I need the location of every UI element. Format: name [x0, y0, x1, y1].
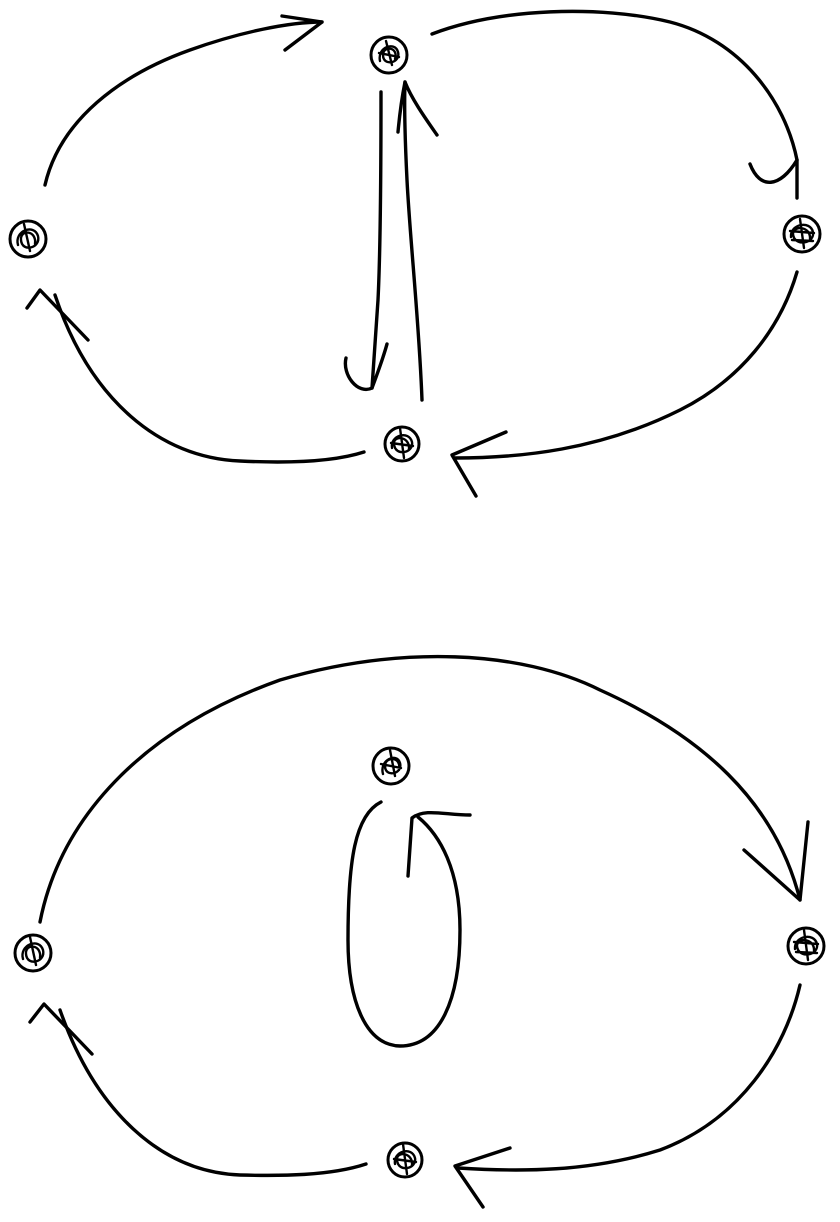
- node-ring: [369, 35, 409, 75]
- node-ring: [8, 219, 48, 259]
- edge-line: [430, 9, 799, 200]
- arrowhead-icon: [742, 820, 810, 902]
- node-top-graph-bottom: [383, 425, 421, 463]
- node-ring: [786, 926, 826, 966]
- node-scribble: [392, 1142, 418, 1176]
- edge-right-to-bottom: [450, 270, 799, 498]
- edge-left-to-right: [38, 654, 810, 924]
- arrowhead-icon: [748, 158, 799, 184]
- edge-line: [38, 654, 802, 924]
- node-scribble: [379, 748, 403, 778]
- edge-line: [43, 20, 324, 187]
- arrowhead-icon: [25, 288, 90, 342]
- node-scribble: [792, 928, 820, 962]
- arrowhead-icon: [280, 14, 324, 52]
- node-scribble: [389, 426, 415, 460]
- node-bottom-graph-right: [786, 926, 826, 966]
- edge-line: [53, 293, 366, 464]
- graph-bottom: [13, 654, 826, 1209]
- node-ring: [13, 933, 53, 973]
- edge-top-to-bottom: [343, 90, 389, 392]
- edge-left-to-top: [43, 14, 324, 187]
- edge-line: [370, 90, 383, 390]
- arrowhead-icon: [450, 430, 508, 498]
- arrowhead-icon: [28, 1002, 94, 1056]
- node-bottom-graph-top: [371, 746, 411, 786]
- node-top-graph-right: [782, 214, 822, 254]
- arrowhead-icon: [396, 80, 439, 137]
- arrowhead-icon: [406, 810, 472, 878]
- edge-bottom-to-left-2: [28, 1002, 368, 1178]
- arrowhead-icon: [343, 342, 389, 392]
- edge-line: [346, 800, 462, 1048]
- edge-line: [58, 1008, 368, 1178]
- node-scribble: [788, 217, 816, 250]
- node-ring: [383, 425, 421, 463]
- node-bottom-graph-left: [13, 933, 53, 973]
- node-top-graph-top: [369, 35, 409, 75]
- arrowhead-icon: [453, 1146, 512, 1209]
- node-ring: [782, 214, 822, 254]
- node-ring: [386, 1141, 424, 1179]
- node-scribble: [377, 39, 401, 67]
- edge-line: [453, 270, 799, 460]
- edge-right-to-bottom-2: [453, 983, 802, 1209]
- edge-line: [456, 983, 802, 1172]
- edge-self-loop-top: [346, 800, 472, 1048]
- edge-line: [402, 80, 424, 402]
- edge-bottom-to-left: [25, 288, 366, 464]
- node-bottom-graph-bottom: [386, 1141, 424, 1179]
- node-ring: [371, 746, 411, 786]
- node-top-graph-left: [8, 219, 48, 259]
- edge-top-to-right: [430, 9, 799, 200]
- edge-bottom-to-top: [396, 80, 439, 402]
- node-scribble: [21, 935, 45, 967]
- node-scribble: [16, 222, 40, 253]
- graph-top: [8, 9, 822, 498]
